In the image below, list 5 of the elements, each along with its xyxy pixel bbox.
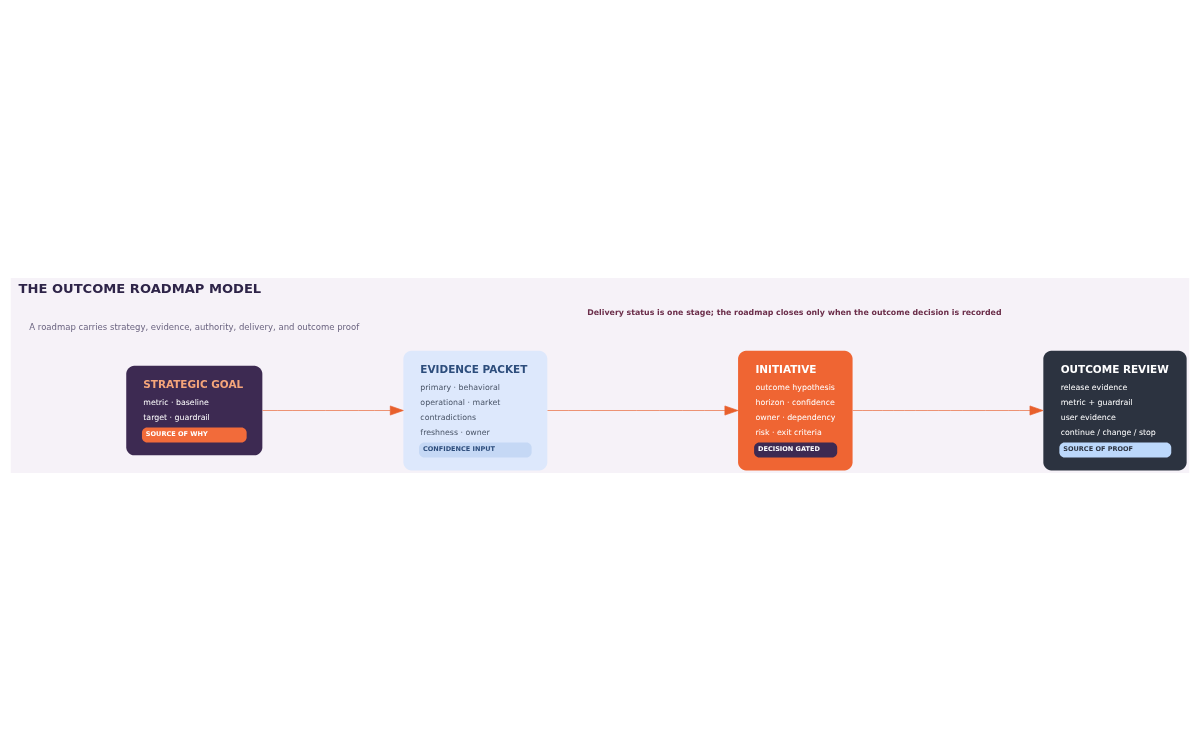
arrow bbox=[852, 405, 1044, 415]
label: A roadmap carries strategy, evidence, authority, delivery, and outcome proof bbox=[29, 321, 360, 332]
arrow bbox=[547, 405, 739, 415]
diagram-title: THE OUTCOME ROADMAP MODEL bbox=[18, 280, 262, 296]
arrow bbox=[262, 405, 404, 415]
